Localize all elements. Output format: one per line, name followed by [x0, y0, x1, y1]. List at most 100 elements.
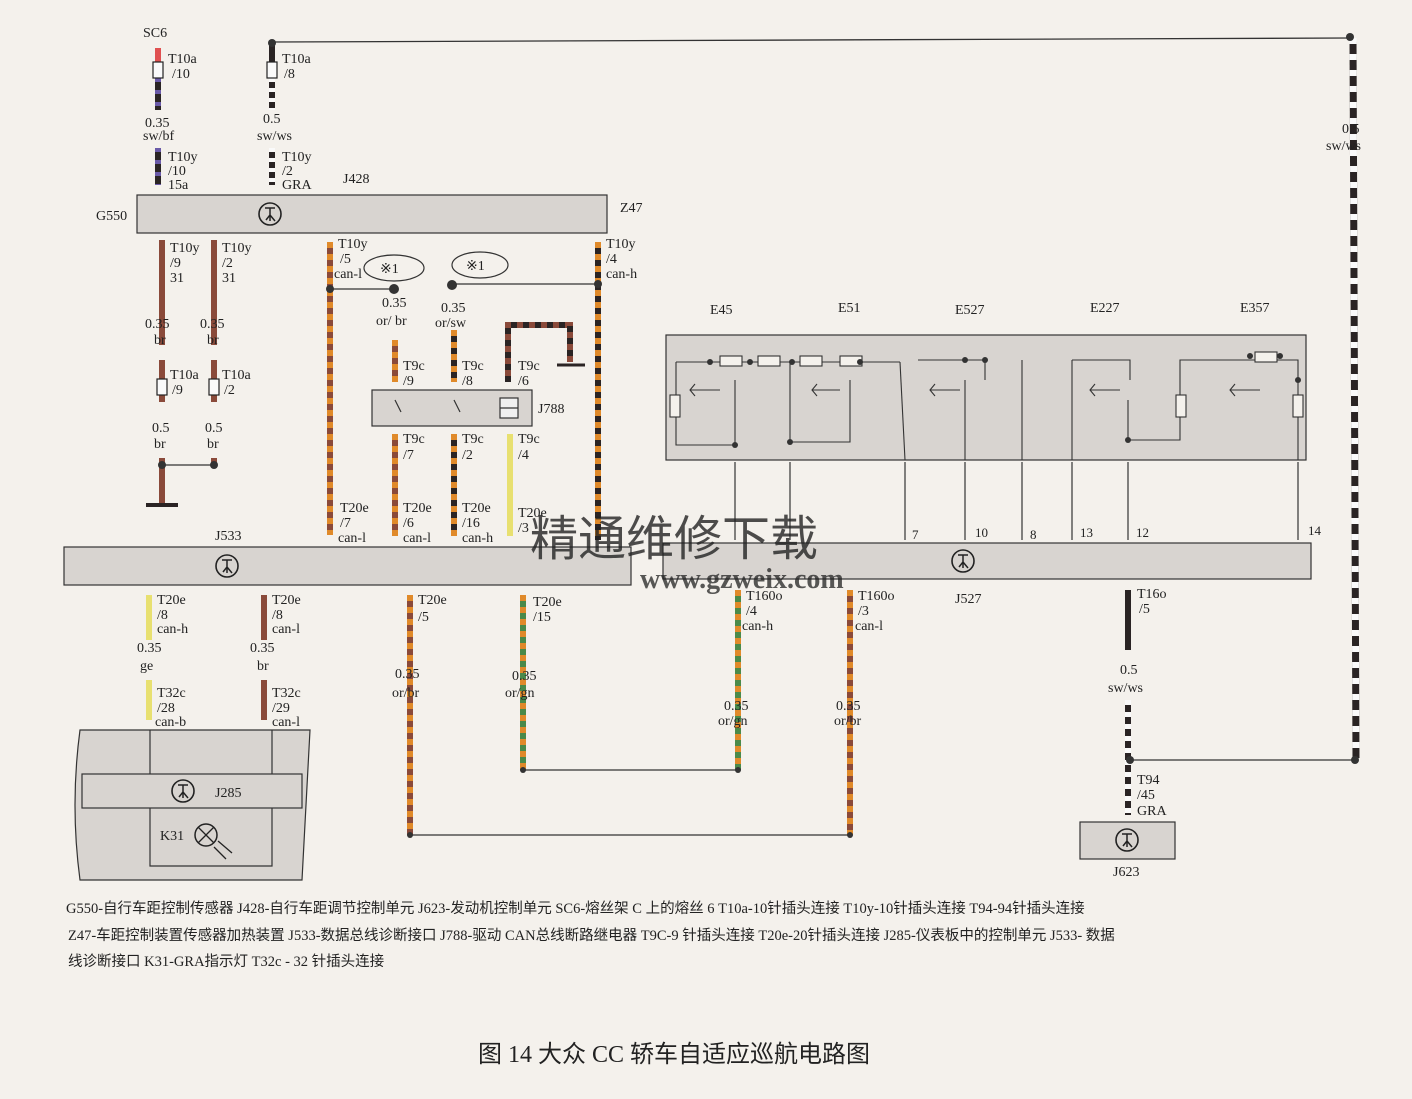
- wire-label: br: [154, 437, 166, 452]
- wire-label: or/ br: [376, 314, 407, 329]
- wire-label: T160o: [858, 589, 895, 604]
- e527-label: E527: [955, 303, 985, 318]
- wire-label: or/sw: [435, 316, 467, 331]
- wire-label: /4: [518, 448, 529, 463]
- j533-label: J533: [215, 529, 241, 544]
- wire-label: /7: [403, 448, 414, 463]
- wire-label: T10y: [170, 241, 200, 256]
- wire-label: T10a: [222, 368, 252, 383]
- wire-label: sw/bf: [143, 129, 174, 144]
- j623-label: J623: [1113, 865, 1139, 880]
- k31-label: K31: [160, 829, 184, 844]
- wire-label: T10a: [168, 52, 198, 67]
- legend-line-1: G550-自行车距控制传感器 J428-自行车距调节控制单元 J623-发动机控…: [66, 900, 1085, 917]
- wire-label: can-h: [742, 619, 773, 634]
- pin-number: 7: [912, 527, 919, 542]
- wire-label: can-l: [403, 531, 431, 546]
- wire-label: T160o: [746, 589, 783, 604]
- wire-label: can-b: [155, 715, 186, 730]
- wire-label: /9: [403, 374, 414, 389]
- note-1: ※1: [380, 262, 399, 277]
- wire-label: 0.5: [263, 112, 281, 127]
- wire-label: br: [207, 437, 219, 452]
- e45-label: E45: [710, 303, 733, 318]
- wire-label: /7: [340, 516, 351, 531]
- figure-caption: 图 14 大众 CC 轿车自适应巡航电路图: [478, 1041, 870, 1068]
- wire-label: /45: [1137, 788, 1155, 803]
- j533-module: [63, 546, 632, 586]
- e227-label: E227: [1090, 301, 1120, 316]
- wire-label: T32c: [157, 686, 186, 701]
- wire-label: can-l: [334, 267, 362, 282]
- wire-label: can-l: [855, 619, 883, 634]
- note-2: ※1: [466, 259, 485, 274]
- wire-label: /10: [168, 164, 186, 179]
- wire-label: sw/ws: [1108, 681, 1143, 696]
- wire-label: 0.35: [512, 669, 537, 684]
- wire-label: T20e: [272, 593, 301, 608]
- wire-label: can-h: [462, 531, 493, 546]
- wire-label: /4: [606, 252, 617, 267]
- j788-label: J788: [538, 402, 564, 417]
- wire-label: /16: [462, 516, 480, 531]
- wire-label: /10: [172, 67, 190, 82]
- wire-label: T10y: [168, 150, 198, 165]
- wire-label: /8: [272, 608, 283, 623]
- wire-label: /9: [170, 256, 181, 271]
- wire-label: 31: [222, 271, 236, 286]
- watermark-url: www.gzweix.com: [640, 564, 844, 595]
- wire-label: T20e: [533, 595, 562, 610]
- wire-label: /15: [533, 610, 551, 625]
- wire-label: or/gn: [505, 686, 535, 701]
- wire-label: /28: [157, 701, 175, 716]
- wire-label: or/br: [392, 686, 420, 701]
- wire-label: 0.35: [441, 301, 466, 316]
- wire-label: /8: [462, 374, 473, 389]
- wire-label: T20e: [157, 593, 186, 608]
- e357-label: E357: [1240, 301, 1270, 316]
- wire-label: T10y: [222, 241, 252, 256]
- wire-label: can-l: [272, 715, 300, 730]
- wire-label: can-l: [338, 531, 366, 546]
- wire-label: br: [207, 333, 219, 348]
- wire-label: T10y: [338, 237, 368, 252]
- j428-label: J428: [343, 172, 369, 187]
- wire-label: /3: [858, 604, 869, 619]
- wire-label: T9c: [403, 432, 425, 447]
- wire-label: T9c: [462, 359, 484, 374]
- wire-label: 0.5: [205, 421, 223, 436]
- legend-line-2: Z47-车距控制装置传感器加热装置 J533-数据总线诊断接口 J788-驱动 …: [68, 926, 1115, 944]
- wire-label: /2: [222, 256, 233, 271]
- wire-label: /3: [518, 521, 529, 536]
- wire-label: or/gn: [718, 714, 748, 729]
- wire-label: T20e: [462, 501, 491, 516]
- wire-label: can-l: [272, 622, 300, 637]
- wire-label: can-h: [606, 267, 637, 282]
- wire-label: sw/ws: [257, 129, 292, 144]
- wire-label: /8: [284, 67, 295, 82]
- wire-label: T20e: [340, 501, 369, 516]
- wire-label: /9: [172, 383, 183, 398]
- wire-label: T20e: [403, 501, 432, 516]
- watermark-title: 精通维修下载: [530, 513, 818, 566]
- wire-label: br: [257, 659, 269, 674]
- wire-label: /4: [746, 604, 757, 619]
- wire-label: 0.35: [145, 317, 170, 332]
- j285-label: J285: [215, 786, 241, 801]
- pin-number: 13: [1080, 525, 1093, 540]
- sc6-label: SC6: [143, 26, 167, 41]
- pin-number: 10: [975, 525, 988, 540]
- j527-module: [662, 542, 1312, 580]
- wire-label: 0.35: [836, 699, 861, 714]
- pin-number: 8: [1030, 527, 1037, 542]
- wire-label: /2: [282, 164, 293, 179]
- wire-label: /2: [462, 448, 473, 463]
- j428-module: [136, 194, 608, 234]
- wire-label: /5: [340, 252, 351, 267]
- pin-number: 14: [1308, 523, 1322, 538]
- wire-label: 0.5: [152, 421, 170, 436]
- wire-label: 31: [170, 271, 184, 286]
- wire-label: T9c: [518, 432, 540, 447]
- e51-label: E51: [838, 301, 861, 316]
